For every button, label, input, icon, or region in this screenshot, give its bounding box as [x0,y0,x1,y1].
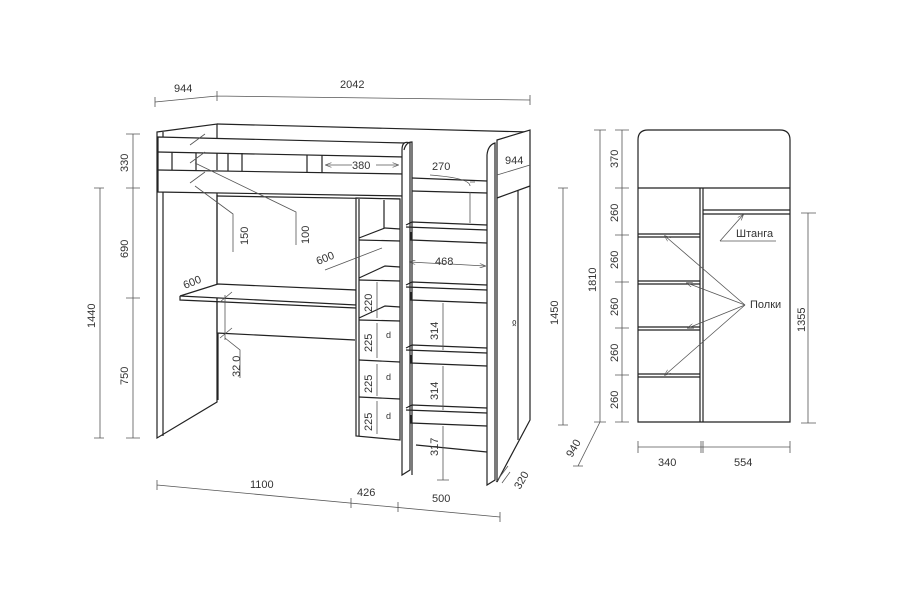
left-dimensions: 330 690 750 1440 [86,133,140,439]
dim-bottom-shelf: 426 [357,487,375,499]
hanging-rod [703,209,790,215]
dim-ladder-top: 270 [432,161,450,173]
door-handle-icon[interactable]: ჲ [512,317,517,327]
drawer-handle-icon[interactable]: d [386,411,391,421]
dim-guard-cutout: 380 [352,160,370,172]
dim-height-right: 1450 [549,301,561,325]
drawer-handle-icon[interactable]: d [386,372,391,382]
front-view: 944 2042 330 690 750 1440 380 150 100 [86,79,568,522]
dim-under-bed: 690 [119,240,131,258]
dim-total-under: 1440 [86,304,98,328]
dim-ladder-depth: 320 [512,470,532,492]
right-end-panel [496,129,531,483]
dim-bottom-desk: 1100 [250,479,274,491]
dim-drawer-3: 225 [363,413,375,431]
dim-rod-height: 1355 [796,308,808,332]
dim-guard-height: 330 [119,154,131,172]
ladder-post [401,141,411,477]
dim-sect-4: 260 [609,344,621,362]
right-post [486,142,496,487]
dim-cut-150: 150 [239,227,251,245]
dim-sect-3: 260 [609,298,621,316]
dim-sect-2: 260 [609,251,621,269]
dim-length-top: 2042 [340,79,364,91]
dim-width-right: 554 [734,457,752,469]
shelf-column: 600 220 225 225 225 d d d [315,197,401,441]
dim-step-1: 314 [429,322,441,340]
dim-drawer-1: 225 [363,334,375,352]
side-view: 370 260 260 260 260 260 1810 940 1355 34… [564,129,816,469]
dim-desk-panel: 32 0 [231,356,243,377]
dim-sect-top: 370 [609,150,621,168]
dim-shelf-depth: 600 [315,250,337,268]
dim-total-height: 1810 [587,268,599,292]
dim-shelf-220: 220 [363,294,375,312]
drawer-handle-icon[interactable]: d [386,330,391,340]
dim-depth-right: 944 [505,155,523,167]
dim-drawer-2: 225 [363,375,375,393]
shelves [638,233,700,378]
dim-bottom-ladder: 500 [432,493,450,505]
top-dimensions: 944 2042 [154,79,531,107]
dim-sect-5: 260 [609,391,621,409]
dim-step-width: 468 [435,256,453,268]
dim-sect-1: 260 [609,204,621,222]
dim-desk-height: 750 [119,367,131,385]
label-rod: Штанга [736,228,774,240]
dim-depth-top: 944 [174,83,192,95]
dim-depth: 940 [564,438,584,460]
dim-cut-100: 100 [300,226,312,244]
dim-width-left: 340 [658,457,676,469]
dim-step-3: 317 [429,438,441,456]
ladder-steps: 270 468 314 314 317 [405,161,488,481]
dim-step-2: 314 [429,382,441,400]
label-shelves: Полки [750,299,781,311]
